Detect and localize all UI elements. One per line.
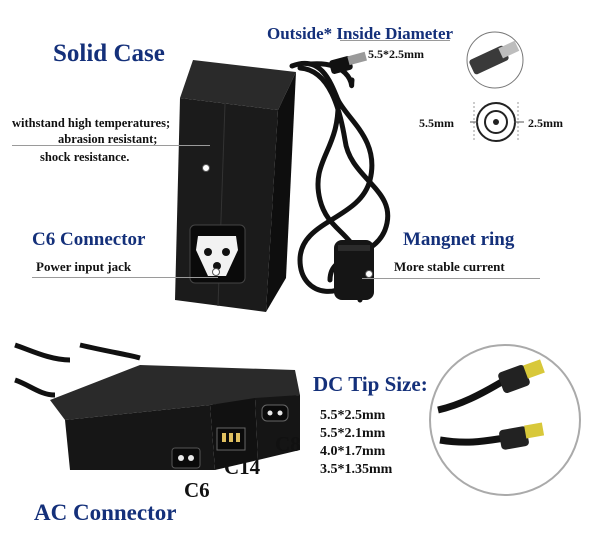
dc-tips-photo (429, 344, 581, 496)
adapter-top-photo (175, 60, 296, 312)
feature-text: shock resistance. (40, 150, 130, 164)
c14-label: C14 (224, 455, 261, 479)
dc-tip-front-view (470, 102, 524, 142)
tip-size-item: 5.5*2.1mm (320, 426, 386, 441)
magnet-ring-desc: More stable current (394, 259, 505, 274)
outer-dimension: 5.5mm (419, 116, 454, 130)
c6-connector-title: C6 Connector (32, 229, 146, 250)
dc-tip-closeup (466, 31, 524, 89)
magnet-ring-title: Mangnet ring (403, 229, 515, 250)
diameter-title: Outside* Inside Diameter (267, 24, 454, 43)
feature-text: abrasion resistant; (58, 132, 158, 146)
tip-size-item: 3.5*1.35mm (320, 462, 393, 477)
dc-tip-size-title: DC Tip Size: (313, 372, 428, 396)
c6-callout-line (32, 277, 218, 278)
diameter-value: 5.5*2.5mm (368, 47, 424, 61)
features-callout-dot (202, 164, 210, 172)
ac-connector-title: AC Connector (34, 500, 177, 525)
ring-callout-dot (365, 270, 373, 278)
ferrite-ring (334, 240, 374, 300)
tip-size-item: 5.5*2.5mm (320, 408, 386, 423)
adapters-bottom-photo (14, 342, 300, 470)
c6-callout-dot (212, 268, 220, 276)
c6-connector-desc: Power input jack (36, 259, 132, 274)
feature-text: withstand high temperatures; (12, 116, 171, 130)
c8-label: C8 (275, 432, 301, 456)
ring-callout-line (362, 278, 540, 279)
solid-case-title: Solid Case (53, 40, 165, 67)
c6-label: C6 (184, 478, 210, 502)
inner-dimension: 2.5mm (528, 116, 563, 130)
dc-plug (329, 51, 367, 74)
features-callout-line (12, 145, 210, 146)
diameter-callout-line (340, 40, 450, 41)
tip-size-item: 4.0*1.7mm (320, 444, 386, 459)
